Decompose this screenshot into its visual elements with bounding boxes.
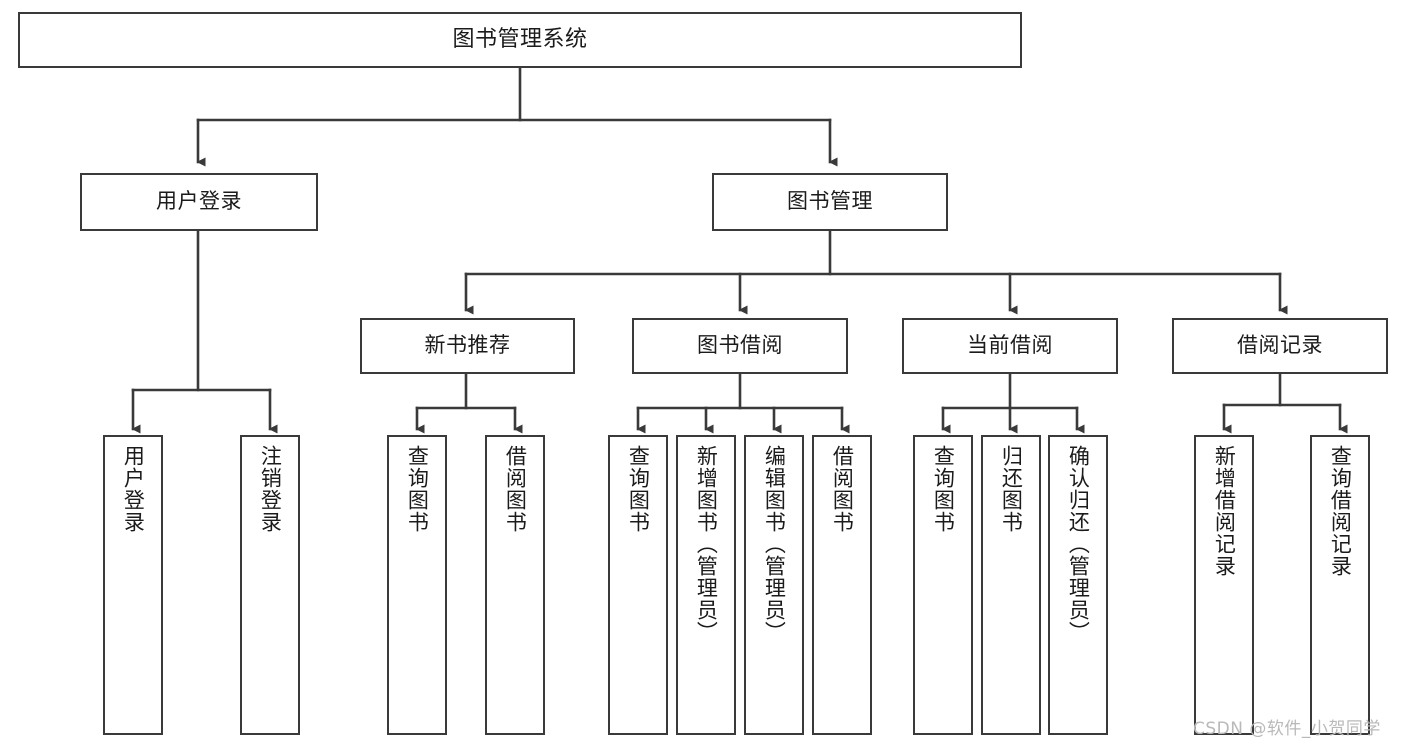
- node-label: 注销登录: [258, 445, 283, 533]
- node-label: 确认归还（管理员）: [1066, 445, 1091, 643]
- node-label: 查询借阅记录: [1328, 445, 1353, 577]
- leaf-book-borrow-edit-book-admin[interactable]: 编辑图书（管理员）: [744, 435, 804, 735]
- node-new-book-recommendation[interactable]: 新书推荐: [360, 318, 575, 374]
- node-label: 图书借阅: [697, 333, 783, 358]
- node-label: 新增借阅记录: [1212, 445, 1237, 577]
- node-root-book-management-system[interactable]: 图书管理系统: [18, 12, 1022, 68]
- csdn-watermark: CSDN @软件_小贺同学: [1193, 719, 1381, 739]
- node-user-login[interactable]: 用户登录: [80, 173, 318, 231]
- leaf-current-borrow-return-book[interactable]: 归还图书: [981, 435, 1041, 735]
- leaf-user-login-logout[interactable]: 注销登录: [240, 435, 300, 735]
- node-label: 图书管理系统: [452, 26, 588, 52]
- node-label: 查询图书: [931, 445, 956, 533]
- leaf-current-borrow-confirm-return-admin[interactable]: 确认归还（管理员）: [1048, 435, 1108, 735]
- leaf-borrow-record-query-record[interactable]: 查询借阅记录: [1310, 435, 1370, 735]
- node-label: 新书推荐: [424, 333, 511, 358]
- node-label: 新增图书（管理员）: [694, 445, 719, 643]
- node-label: 借阅记录: [1237, 333, 1323, 358]
- leaf-new-book-borrow-book[interactable]: 借阅图书: [485, 435, 545, 735]
- node-label: 编辑图书（管理员）: [762, 445, 787, 643]
- node-label: 查询图书: [626, 445, 651, 533]
- leaf-user-login-login[interactable]: 用户登录: [103, 435, 163, 735]
- node-current-borrow[interactable]: 当前借阅: [902, 318, 1118, 374]
- node-label: 用户登录: [156, 189, 242, 214]
- node-label: 借阅图书: [830, 445, 855, 533]
- leaf-book-borrow-add-book-admin[interactable]: 新增图书（管理员）: [676, 435, 736, 735]
- node-label: 当前借阅: [967, 333, 1053, 358]
- leaf-book-borrow-borrow-book[interactable]: 借阅图书: [812, 435, 872, 735]
- leaf-book-borrow-query-book[interactable]: 查询图书: [608, 435, 668, 735]
- node-label: 图书管理: [787, 189, 873, 214]
- node-book-borrow[interactable]: 图书借阅: [632, 318, 848, 374]
- leaf-borrow-record-add-record[interactable]: 新增借阅记录: [1194, 435, 1254, 735]
- node-label: 归还图书: [999, 445, 1024, 533]
- leaf-new-book-query-book[interactable]: 查询图书: [387, 435, 447, 735]
- node-label: 用户登录: [121, 445, 146, 533]
- node-borrow-record[interactable]: 借阅记录: [1172, 318, 1388, 374]
- node-label: 查询图书: [405, 445, 430, 533]
- node-label: 借阅图书: [503, 445, 528, 533]
- leaf-current-borrow-query-book[interactable]: 查询图书: [913, 435, 973, 735]
- node-book-management[interactable]: 图书管理: [712, 173, 948, 231]
